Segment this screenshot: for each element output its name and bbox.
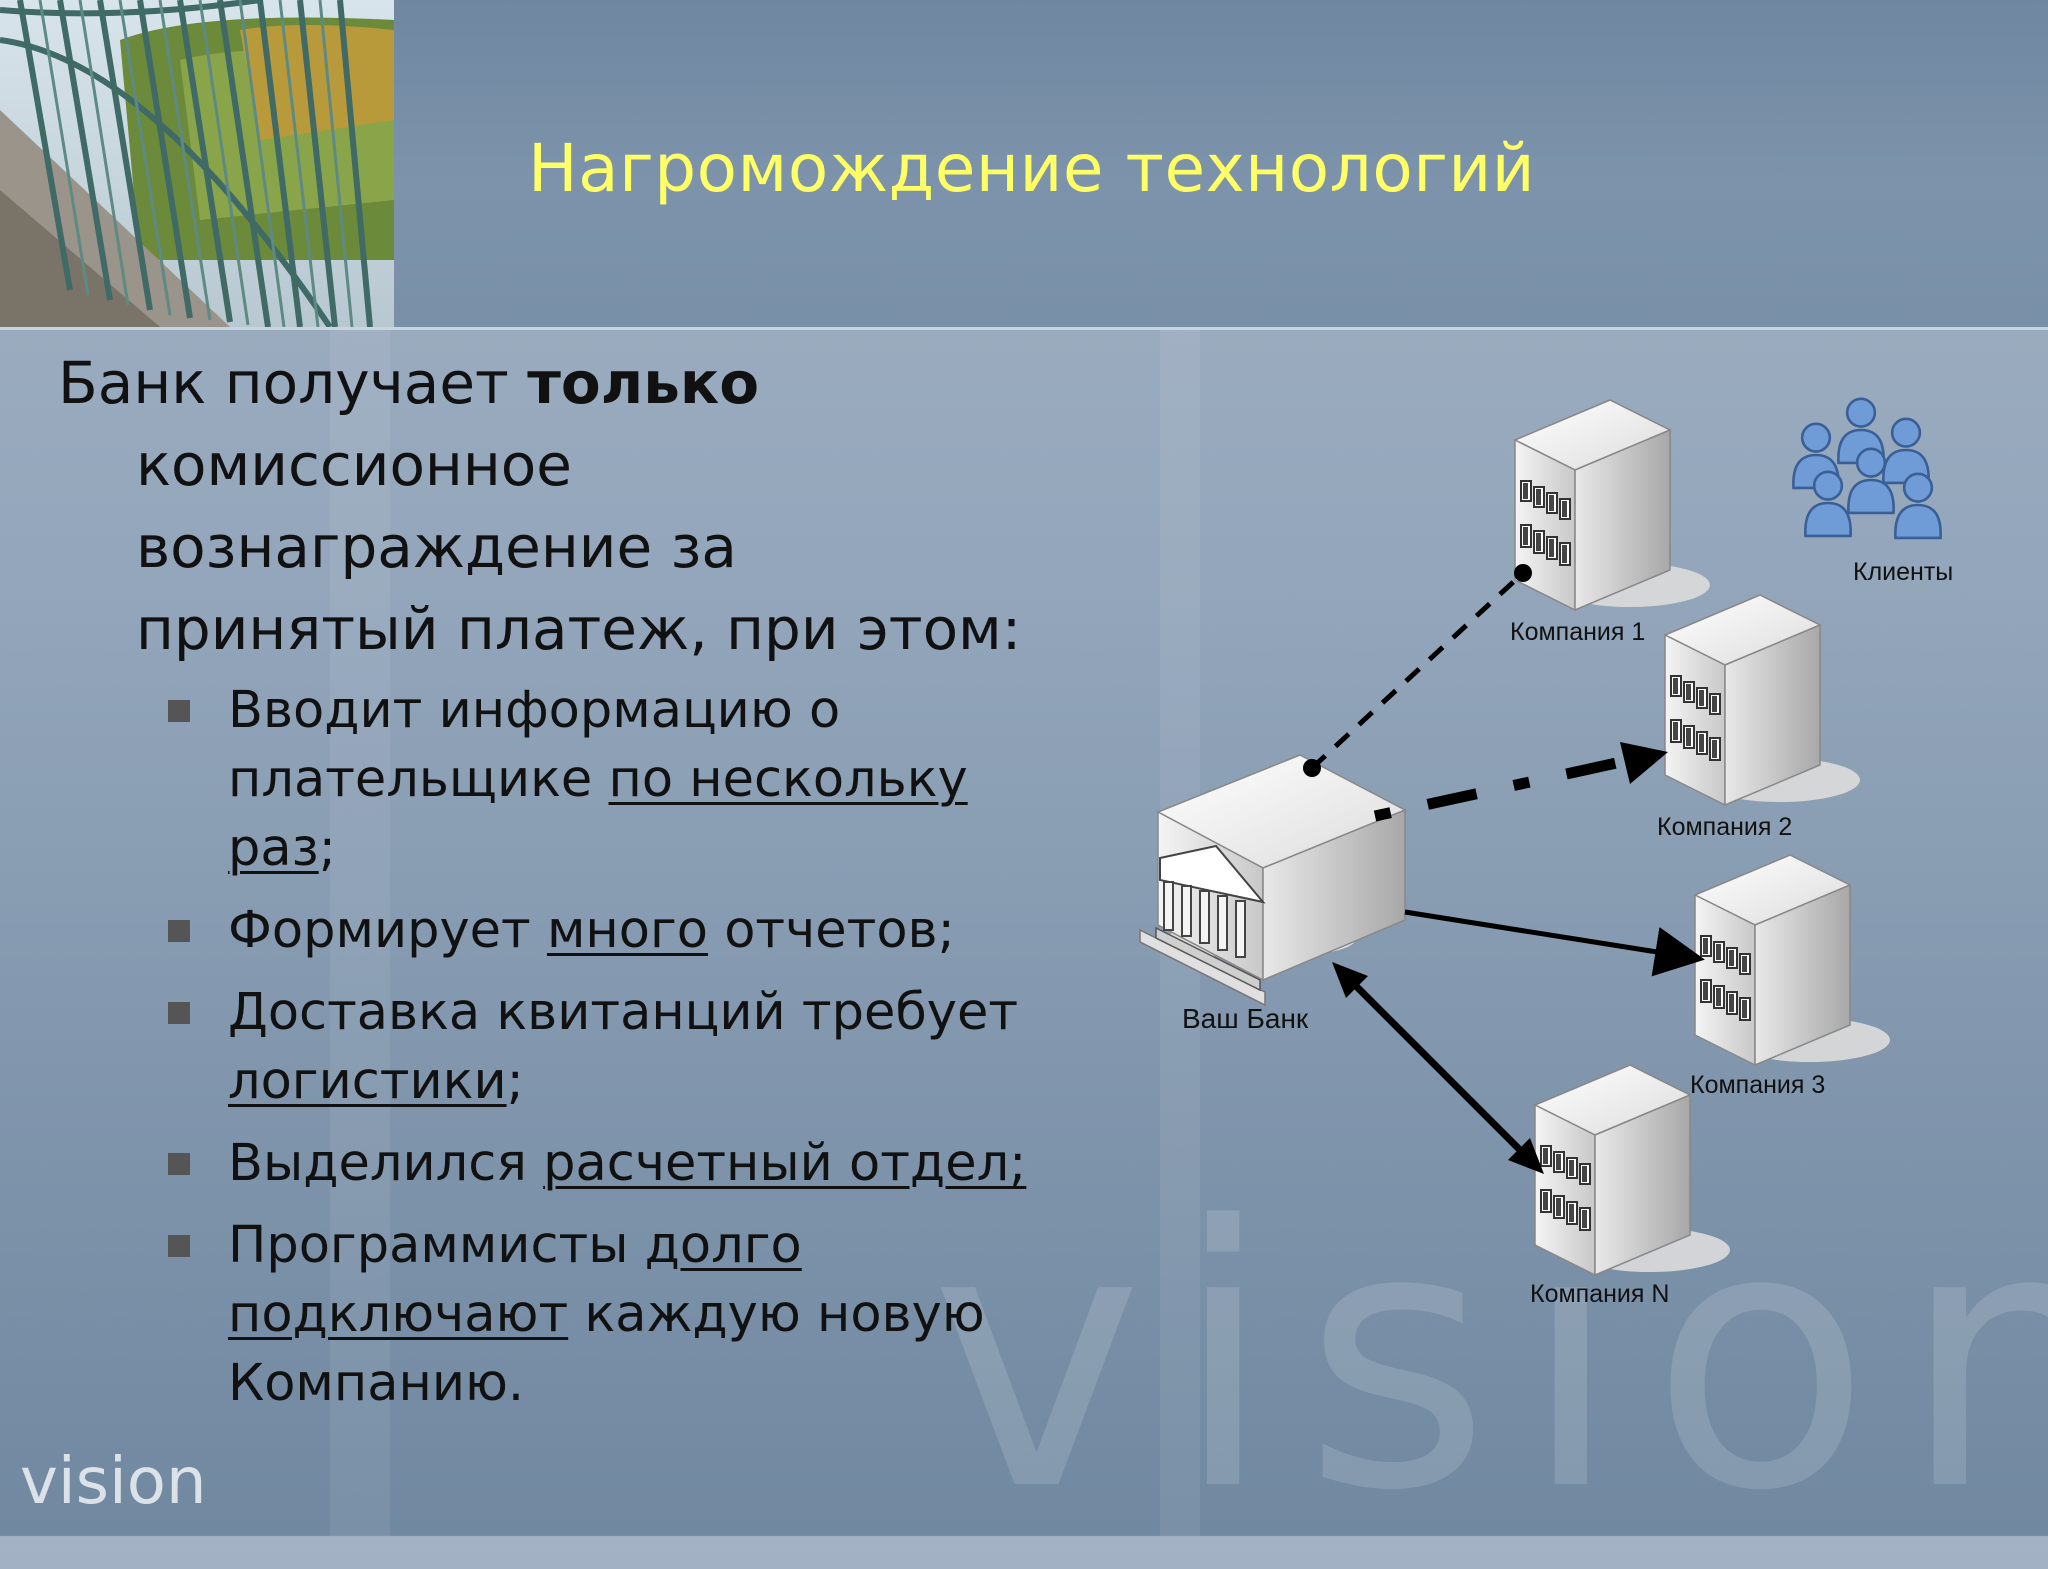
company-1-building — [1514, 399, 1710, 611]
clients-group-icon — [1792, 397, 1942, 540]
company-3-label: Компания 3 — [1690, 1071, 1825, 1099]
company-3-building — [1694, 854, 1890, 1066]
bullet-underlined-text: логистики — [228, 1052, 507, 1111]
connector-bank-companyN — [1332, 962, 1544, 1174]
bullet-square-icon — [168, 700, 190, 722]
bank-label: Ваш Банк — [1182, 1003, 1309, 1034]
slide-body: Банк получает только комиссионное вознаг… — [58, 342, 1048, 1431]
background-stripe — [330, 330, 390, 1536]
bullet-underlined-text: расчетный отдел; — [543, 1134, 1027, 1193]
bullet-item: Формирует много отчетов; — [58, 896, 1048, 965]
lead-emphasis: только — [527, 349, 760, 417]
network-diagram: Компания 1 Компания 2 Компания 3 Компани… — [1139, 397, 1953, 1308]
bullet-text: Вводит информацию о плательщике — [228, 681, 841, 809]
bullet-underlined-text: долго подключают — [228, 1216, 802, 1344]
bullet-square-icon — [168, 1002, 190, 1024]
bullet-square-icon — [168, 1235, 190, 1257]
bullet-text-end: отчетов; — [707, 901, 955, 960]
bullet-item: Выделился расчетный отдел; — [58, 1129, 1048, 1198]
bullet-underlined-text: много — [546, 901, 708, 960]
lead-suffix: комиссионное вознаграждение за принятый … — [136, 431, 1022, 663]
bullet-text: Формирует — [228, 901, 547, 960]
bullet-item: Программисты долго подключают каждую нов… — [58, 1211, 1048, 1418]
bullet-item: Вводит информацию о плательщике по неско… — [58, 676, 1048, 883]
bullet-underlined-text: по нескольку раз — [228, 750, 968, 878]
bullet-list: Вводит информацию о плательщике по неско… — [58, 676, 1048, 1418]
connector-bank-company3 — [1404, 909, 1705, 977]
bank-building — [1139, 754, 1407, 1007]
bullet-text-end: каждую новую Компанию. — [228, 1285, 985, 1413]
bullet-text: Программисты — [228, 1216, 645, 1275]
connector-bank-company2 — [1373, 742, 1668, 822]
bullet-text-end: ; — [318, 819, 336, 878]
header-divider — [0, 327, 2048, 330]
connector-bank-company1 — [1303, 564, 1532, 777]
company-2-label: Компания 2 — [1657, 813, 1792, 841]
company-1-label: Компания 1 — [1510, 618, 1645, 646]
slide-title: Нагромождение технологий — [528, 130, 1536, 207]
clients-label: Клиенты — [1853, 558, 1953, 586]
watermark-vision-large: vision — [930, 1150, 2048, 1569]
bullet-text: Доставка квитанций требует — [228, 983, 1019, 1042]
watermark-vision-small: vision — [20, 1445, 207, 1519]
lead-prefix: Банк получает — [58, 349, 528, 417]
bullet-square-icon — [168, 920, 190, 942]
bullet-text: Выделился — [228, 1134, 544, 1193]
lead-paragraph: Банк получает только комиссионное вознаг… — [58, 342, 1048, 670]
bullet-text-end: ; — [506, 1052, 524, 1111]
company-n-label: Компания N — [1530, 1280, 1669, 1308]
company-2-building — [1664, 594, 1860, 806]
bridge-photo — [0, 0, 394, 327]
bullet-item: Доставка квитанций требует логистики; — [58, 978, 1048, 1116]
bullet-square-icon — [168, 1153, 190, 1175]
